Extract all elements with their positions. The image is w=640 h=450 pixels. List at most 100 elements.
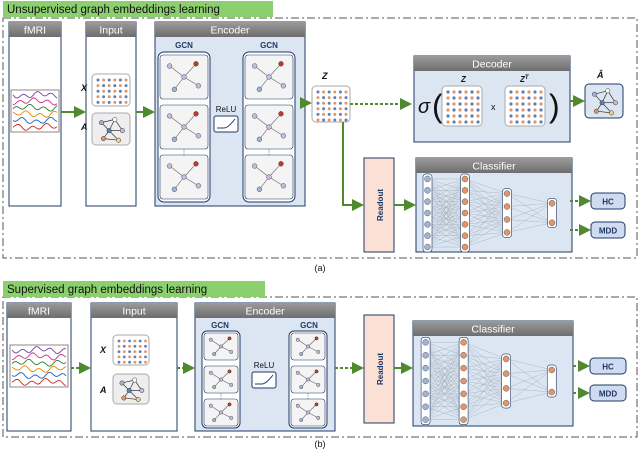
readout-block-b xyxy=(363,314,395,424)
gcn-edge xyxy=(174,176,185,190)
gcn-edge xyxy=(268,113,282,128)
left-paren: ( xyxy=(432,88,443,124)
a-symbol-b: A xyxy=(99,385,107,395)
mlp-neuron xyxy=(502,370,510,377)
matrix-dot xyxy=(515,120,519,124)
mlp-neuron xyxy=(548,200,556,207)
graph-node xyxy=(106,128,112,134)
mlp-connection xyxy=(463,358,507,382)
readout-label-b: Readout xyxy=(376,353,385,385)
matrix-dot xyxy=(452,102,456,106)
output-hc-a xyxy=(590,192,626,210)
gcn-edge xyxy=(259,176,270,190)
adjacency-graph-a xyxy=(91,112,131,146)
mlp-connection xyxy=(427,178,466,191)
matrix-dot xyxy=(117,360,121,364)
matrix-dot xyxy=(539,102,543,106)
panel-b-frame xyxy=(2,296,638,438)
mlp-connection xyxy=(464,206,508,225)
fmri-signal-plot-b xyxy=(9,344,69,388)
gcn-node xyxy=(219,410,223,415)
matrix-dot xyxy=(338,118,342,122)
matrix-dot xyxy=(533,120,537,124)
matrix-dot xyxy=(533,102,537,106)
mlp-neuron xyxy=(460,377,467,385)
mlp-neuron xyxy=(424,198,431,205)
gcn-edge xyxy=(183,163,197,178)
gcn-node xyxy=(229,349,234,354)
matrix-dot xyxy=(107,95,111,99)
mlp-neuron xyxy=(422,352,429,359)
gcn-edge xyxy=(297,372,309,380)
matrix-dot xyxy=(476,120,480,124)
mlp-connection xyxy=(427,178,466,202)
mlp-connection xyxy=(425,342,464,407)
mlp-connection xyxy=(427,178,466,214)
matrix-dot xyxy=(316,96,320,100)
mlp-neuron xyxy=(460,390,467,398)
gcn-label-a-2: GCN xyxy=(260,41,278,50)
matrix-dot xyxy=(316,101,320,105)
matrix-dot xyxy=(509,114,513,118)
matrix-dot xyxy=(102,95,106,99)
mlp-connection xyxy=(506,222,553,233)
matrix-dot xyxy=(138,344,142,348)
mlp-connection xyxy=(463,342,507,404)
matrix-dot xyxy=(527,96,531,100)
gcn-node xyxy=(316,415,321,420)
bold-signal-trace xyxy=(12,122,58,131)
gcn-node xyxy=(167,113,173,119)
matrix-dot xyxy=(470,102,474,106)
matrix-dot xyxy=(515,114,519,118)
mlp-neuron xyxy=(422,377,429,385)
matrix-dot xyxy=(96,95,100,99)
matrix-dot xyxy=(515,96,519,100)
matrix-dot xyxy=(122,360,126,364)
bold-signal-trace xyxy=(12,91,58,99)
matrix-dot xyxy=(138,355,142,359)
matrix-dot xyxy=(458,114,462,118)
gcn-edge xyxy=(210,339,222,347)
gcn-node xyxy=(208,370,213,375)
matrix-dot xyxy=(527,120,531,124)
matrix-dot xyxy=(344,96,348,100)
matrix-dot xyxy=(117,339,121,343)
matrix-dot xyxy=(133,344,137,348)
matrix-dot xyxy=(316,107,320,111)
matrix-dot xyxy=(327,96,331,100)
mlp-neuron xyxy=(503,203,511,210)
graph-node xyxy=(132,377,138,383)
mlp-connection xyxy=(425,368,464,420)
fmri-title-a: fMRI xyxy=(24,25,46,37)
panel-a-banner-text: Unsupervised graph embeddings learning xyxy=(7,4,220,16)
mlp-connection xyxy=(427,190,466,248)
reconstructed-graph xyxy=(584,83,624,119)
bold-signal-trace xyxy=(11,346,66,355)
gcn-node xyxy=(278,161,284,167)
mlp-connection xyxy=(464,201,508,207)
gcn-node xyxy=(306,377,310,382)
ellipsis: ⋮ xyxy=(218,394,224,400)
mlp-connection xyxy=(463,388,507,395)
gcn-node xyxy=(295,337,300,342)
gcn-node xyxy=(280,183,287,189)
matrix-dot xyxy=(322,101,326,105)
gcn-node xyxy=(181,124,187,130)
matrix-dot xyxy=(539,108,543,112)
gcn-node xyxy=(171,136,178,142)
mlp-connection xyxy=(464,201,508,233)
gcn-edge xyxy=(220,412,232,419)
matrix-dot xyxy=(509,108,513,112)
matrix-dot xyxy=(539,96,543,100)
bold-signal-trace xyxy=(11,377,67,387)
mlp-connection xyxy=(427,212,466,248)
gcn-node xyxy=(208,403,213,408)
mlp-connection xyxy=(425,342,464,420)
matrix-dot xyxy=(344,112,348,116)
feature-matrix-x-b xyxy=(112,334,150,366)
caption-a: (a) xyxy=(315,263,326,273)
matrix-dot xyxy=(515,90,519,94)
mlp-connection xyxy=(425,380,464,420)
mlp-connection xyxy=(506,369,552,404)
